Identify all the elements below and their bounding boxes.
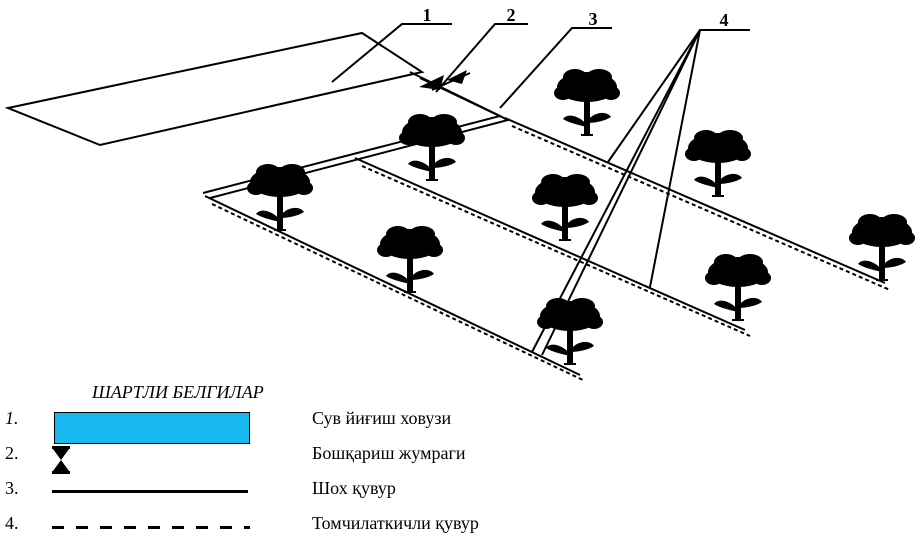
callout-4: 4 — [720, 10, 729, 30]
callout-leaders — [331, 23, 750, 356]
callout-1: 1 — [423, 5, 432, 25]
legend-text-3: Шох қувур — [312, 478, 396, 498]
legend-text-2: Бошқариш жумраги — [312, 443, 466, 463]
branch-pipe-symbol — [52, 490, 248, 493]
legend-number-2: 2. — [5, 443, 19, 463]
tree-row-3 — [553, 68, 916, 281]
legend-title: ШАРТЛИ БЕЛГИЛАР — [92, 382, 264, 402]
dripper-pipes — [204, 117, 891, 382]
legend-text-4: Томчилаткичли қувур — [312, 513, 479, 533]
callout-3: 3 — [589, 9, 598, 29]
legend-number-1: 1. — [5, 408, 19, 428]
dripper-pipe-symbol — [52, 526, 250, 529]
valve-icon — [52, 446, 70, 474]
legend-text-1: Сув йиғиш ховузи — [312, 408, 452, 428]
water-pond — [4, 31, 425, 147]
pond-symbol — [54, 412, 250, 444]
callout-2: 2 — [507, 5, 516, 25]
legend-number-3: 3. — [5, 478, 19, 498]
legend-number-4: 4. — [5, 513, 19, 533]
